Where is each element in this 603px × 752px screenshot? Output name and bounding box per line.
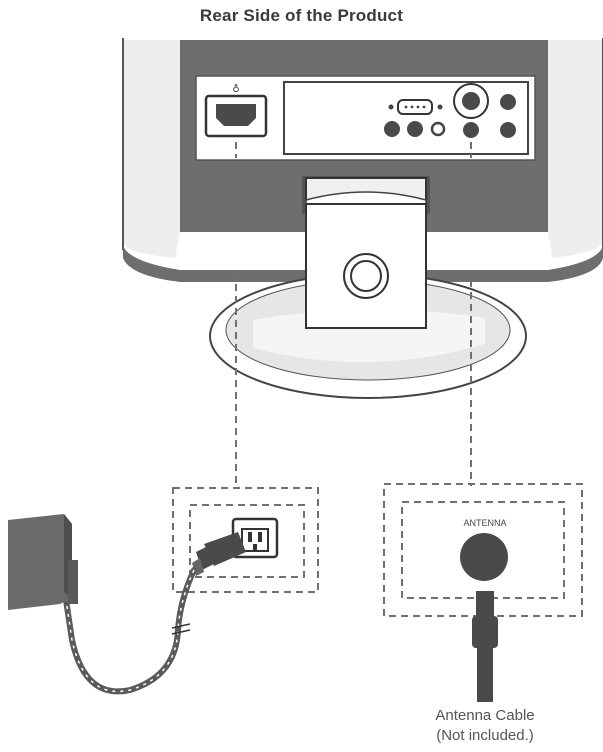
power-socket-icon: ♁ (204, 83, 268, 138)
antenna-cable-caption-line1: Antenna Cable (435, 707, 535, 724)
power-adapter-icon (8, 514, 78, 610)
audio-port-icon (384, 121, 400, 137)
power-detail-box (172, 487, 319, 593)
monitor-stand (209, 176, 527, 399)
antenna-cable-caption-line2: (Not included.) (436, 727, 534, 744)
power-plug-icon (192, 532, 246, 576)
antenna-port-icon (462, 92, 480, 110)
leader-lines (235, 142, 472, 486)
power-cord (63, 567, 197, 695)
svg-text:♁: ♁ (232, 83, 239, 95)
av-port-icon (500, 122, 516, 138)
headphone-port-icon (430, 121, 446, 137)
antenna-cable-caption: Antenna Cable (Not included.) (395, 706, 575, 746)
rear-connector-panel: ♁ (195, 75, 536, 161)
vga-port-icon (388, 99, 443, 115)
antenna-jack-icon (460, 533, 508, 581)
antenna-port-label: ANTENNA (463, 518, 507, 528)
av-port-icon (500, 94, 516, 110)
diagram-title: Rear Side of the Product (199, 6, 404, 25)
av-port-icon (463, 122, 479, 138)
antenna-detail-box (383, 483, 583, 617)
audio-port-icon (407, 121, 423, 137)
antenna-cable (472, 591, 498, 702)
